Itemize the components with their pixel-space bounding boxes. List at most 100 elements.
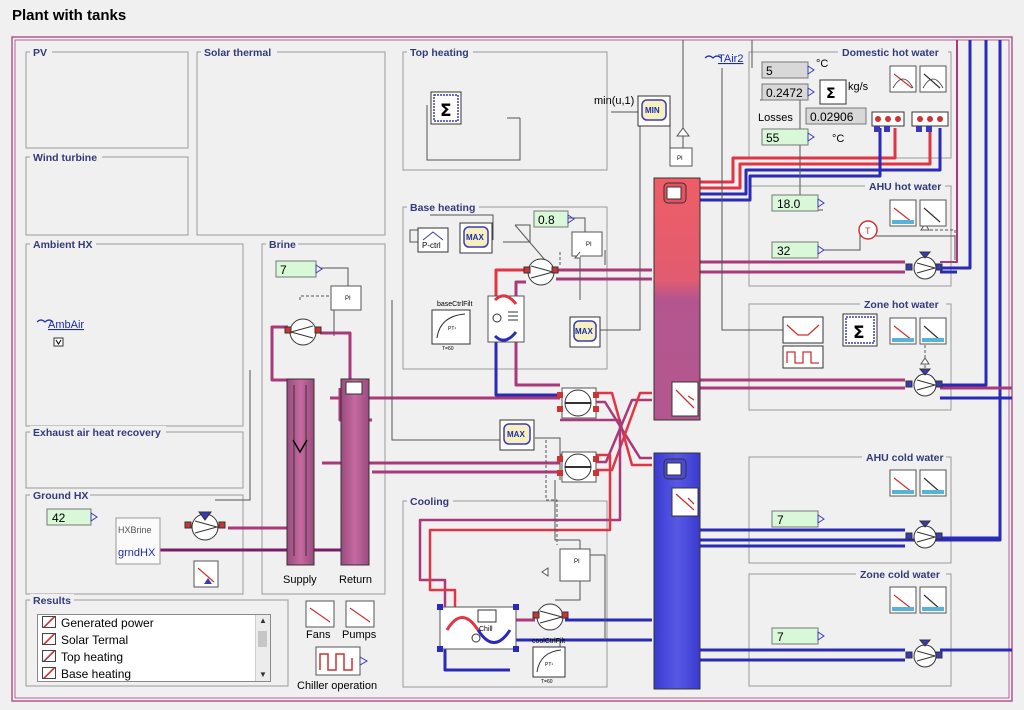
cool-ctrl-filter[interactable]: PT¹ [532,646,566,678]
base-max-block[interactable]: MAX [459,222,493,254]
cold-tank-heat-exchanger[interactable] [557,451,599,483]
ahu-hot-gauge-1[interactable] [889,199,917,227]
svg-text:Σ: Σ [853,323,865,343]
base-heating-pi-block[interactable] [571,231,603,257]
brine-pump[interactable] [284,318,322,346]
chiller-operation-label: Chiller operation [297,680,377,692]
zone-hot-sum-block[interactable]: Σ [842,313,878,347]
ahu-hot-temperature-sensor[interactable]: T [858,220,878,240]
dhw-losses-value: 0.02906 [810,110,854,124]
brine-return-column[interactable] [340,378,370,566]
zone-hot-pulse-block[interactable] [782,345,824,369]
dhw-gauge-1[interactable] [889,65,917,93]
group-results [25,599,289,687]
group-zone-hot-water [748,303,952,411]
results-item-top-heating[interactable]: Top heating [38,649,270,666]
group-title-base-heating: Base heating [410,202,475,214]
group-zone-cold-water [748,573,952,687]
base-max-label: MAX [466,233,484,242]
results-scrollbar[interactable]: ▲ ▼ [255,615,270,681]
cooling-pi-block[interactable] [559,548,591,582]
brine-pi-block[interactable] [330,285,362,311]
ahu-hot-b-value: 32 [777,244,791,258]
group-solar-thermal [196,51,386,236]
tair2-label[interactable]: TAir2 [718,53,743,65]
results-item-label: Base heating [61,667,132,681]
group-brine [261,243,386,595]
ahu-hot-pump[interactable] [905,251,943,280]
top-heating-sum-block[interactable]: Σ [430,91,462,125]
group-title-results: Results [33,595,71,607]
base-ctrl-filt-label: baseCtrlFilt [437,301,472,308]
results-item-solar-termal[interactable]: Solar Termal [38,632,270,649]
zone-cold-gauge-1[interactable] [889,586,917,614]
ground-hx-value: 42 [52,511,66,525]
zone-cold-pump[interactable] [905,639,943,668]
dhw-temp-value: 5 [766,64,773,78]
dhw-losses-label: Losses [758,112,793,124]
base-heating-pump[interactable] [523,258,559,286]
base-heat-pump[interactable] [487,294,525,343]
dhw-sum-block[interactable]: Σ [819,79,847,105]
scroll-thumb[interactable] [258,631,267,647]
dhw-gauge-2[interactable] [919,65,947,93]
top-heating-pi-block[interactable] [669,147,693,167]
group-exhaust-air [25,431,244,489]
pi-label-brine: PI [345,296,351,302]
chiller-unit[interactable]: Chill [437,604,519,652]
p-ctrl-block[interactable]: P-ctrl [417,227,449,253]
min-block[interactable]: MIN [637,95,671,127]
dhw-valve-cluster[interactable] [871,111,949,132]
group-title-wind-turbine: Wind turbine [33,152,97,164]
chiller-operation-plot[interactable] [315,646,369,676]
fans-gauge[interactable] [305,600,335,628]
base-ctrl-filter[interactable]: PT¹ [431,309,471,345]
page-title: Plant with tanks [12,7,127,24]
results-item-generated-power[interactable]: Generated power [38,615,270,632]
ahu-cold-value: 7 [777,513,784,527]
ahu-cold-gauge-1[interactable] [889,469,917,497]
ground-hx-pump[interactable] [184,511,226,541]
scroll-down-icon[interactable]: ▼ [259,670,267,679]
svg-text:T: T [865,226,871,236]
results-item-base-heating[interactable]: Base heating [38,666,270,683]
zone-hot-gauge-1[interactable] [889,317,917,345]
brine-max-block[interactable]: MAX [499,419,535,451]
group-title-solar-thermal: Solar thermal [204,47,271,59]
pumps-gauge[interactable] [345,600,375,628]
results-list[interactable]: Generated power Solar Termal Top heating… [37,614,271,682]
results-item-label: Top heating [61,650,124,664]
group-ambient-hx [25,243,244,427]
base-max-label-2: MAX [575,327,593,336]
group-title-pv: PV [33,47,47,59]
min-u1-label: min(u,1) [594,95,634,107]
ahu-cold-gauge-2[interactable] [919,469,947,497]
group-title-brine: Brine [269,239,296,251]
zone-hot-limiter-block[interactable] [782,316,824,344]
brine-supply-column[interactable] [286,378,315,566]
wind-icon [36,319,54,323]
hot-storage-tank[interactable] [653,177,701,421]
group-title-cooling: Cooling [410,496,449,508]
brine-setpoint-value: 7 [280,263,287,277]
ground-hx-gauge[interactable] [193,560,219,588]
zone-hot-pump[interactable] [905,368,943,397]
hot-tank-heat-exchanger[interactable] [557,387,599,419]
zone-cold-gauge-2[interactable] [919,586,947,614]
tair2-source[interactable]: TAir2 [704,53,743,65]
cooling-pump[interactable] [532,603,569,631]
amb-air-label[interactable]: AmbAir [48,319,84,331]
zone-hot-gauge-2[interactable] [919,317,947,345]
group-title-ground-hx: Ground HX [33,490,88,502]
group-cooling [402,500,608,688]
ground-hx-block[interactable]: HXBrine grndHX [115,517,161,565]
ahu-hot-gauge-2[interactable] [919,199,947,227]
supply-label: Supply [283,574,317,586]
ahu-cold-pump[interactable] [905,520,943,549]
amb-air-source[interactable]: AmbAir [36,319,84,347]
dhw-losses-box[interactable] [805,107,867,125]
scroll-up-icon[interactable]: ▲ [259,616,267,625]
zone-cold-value: 7 [777,630,784,644]
base-max-block-2[interactable]: MAX [569,316,601,348]
